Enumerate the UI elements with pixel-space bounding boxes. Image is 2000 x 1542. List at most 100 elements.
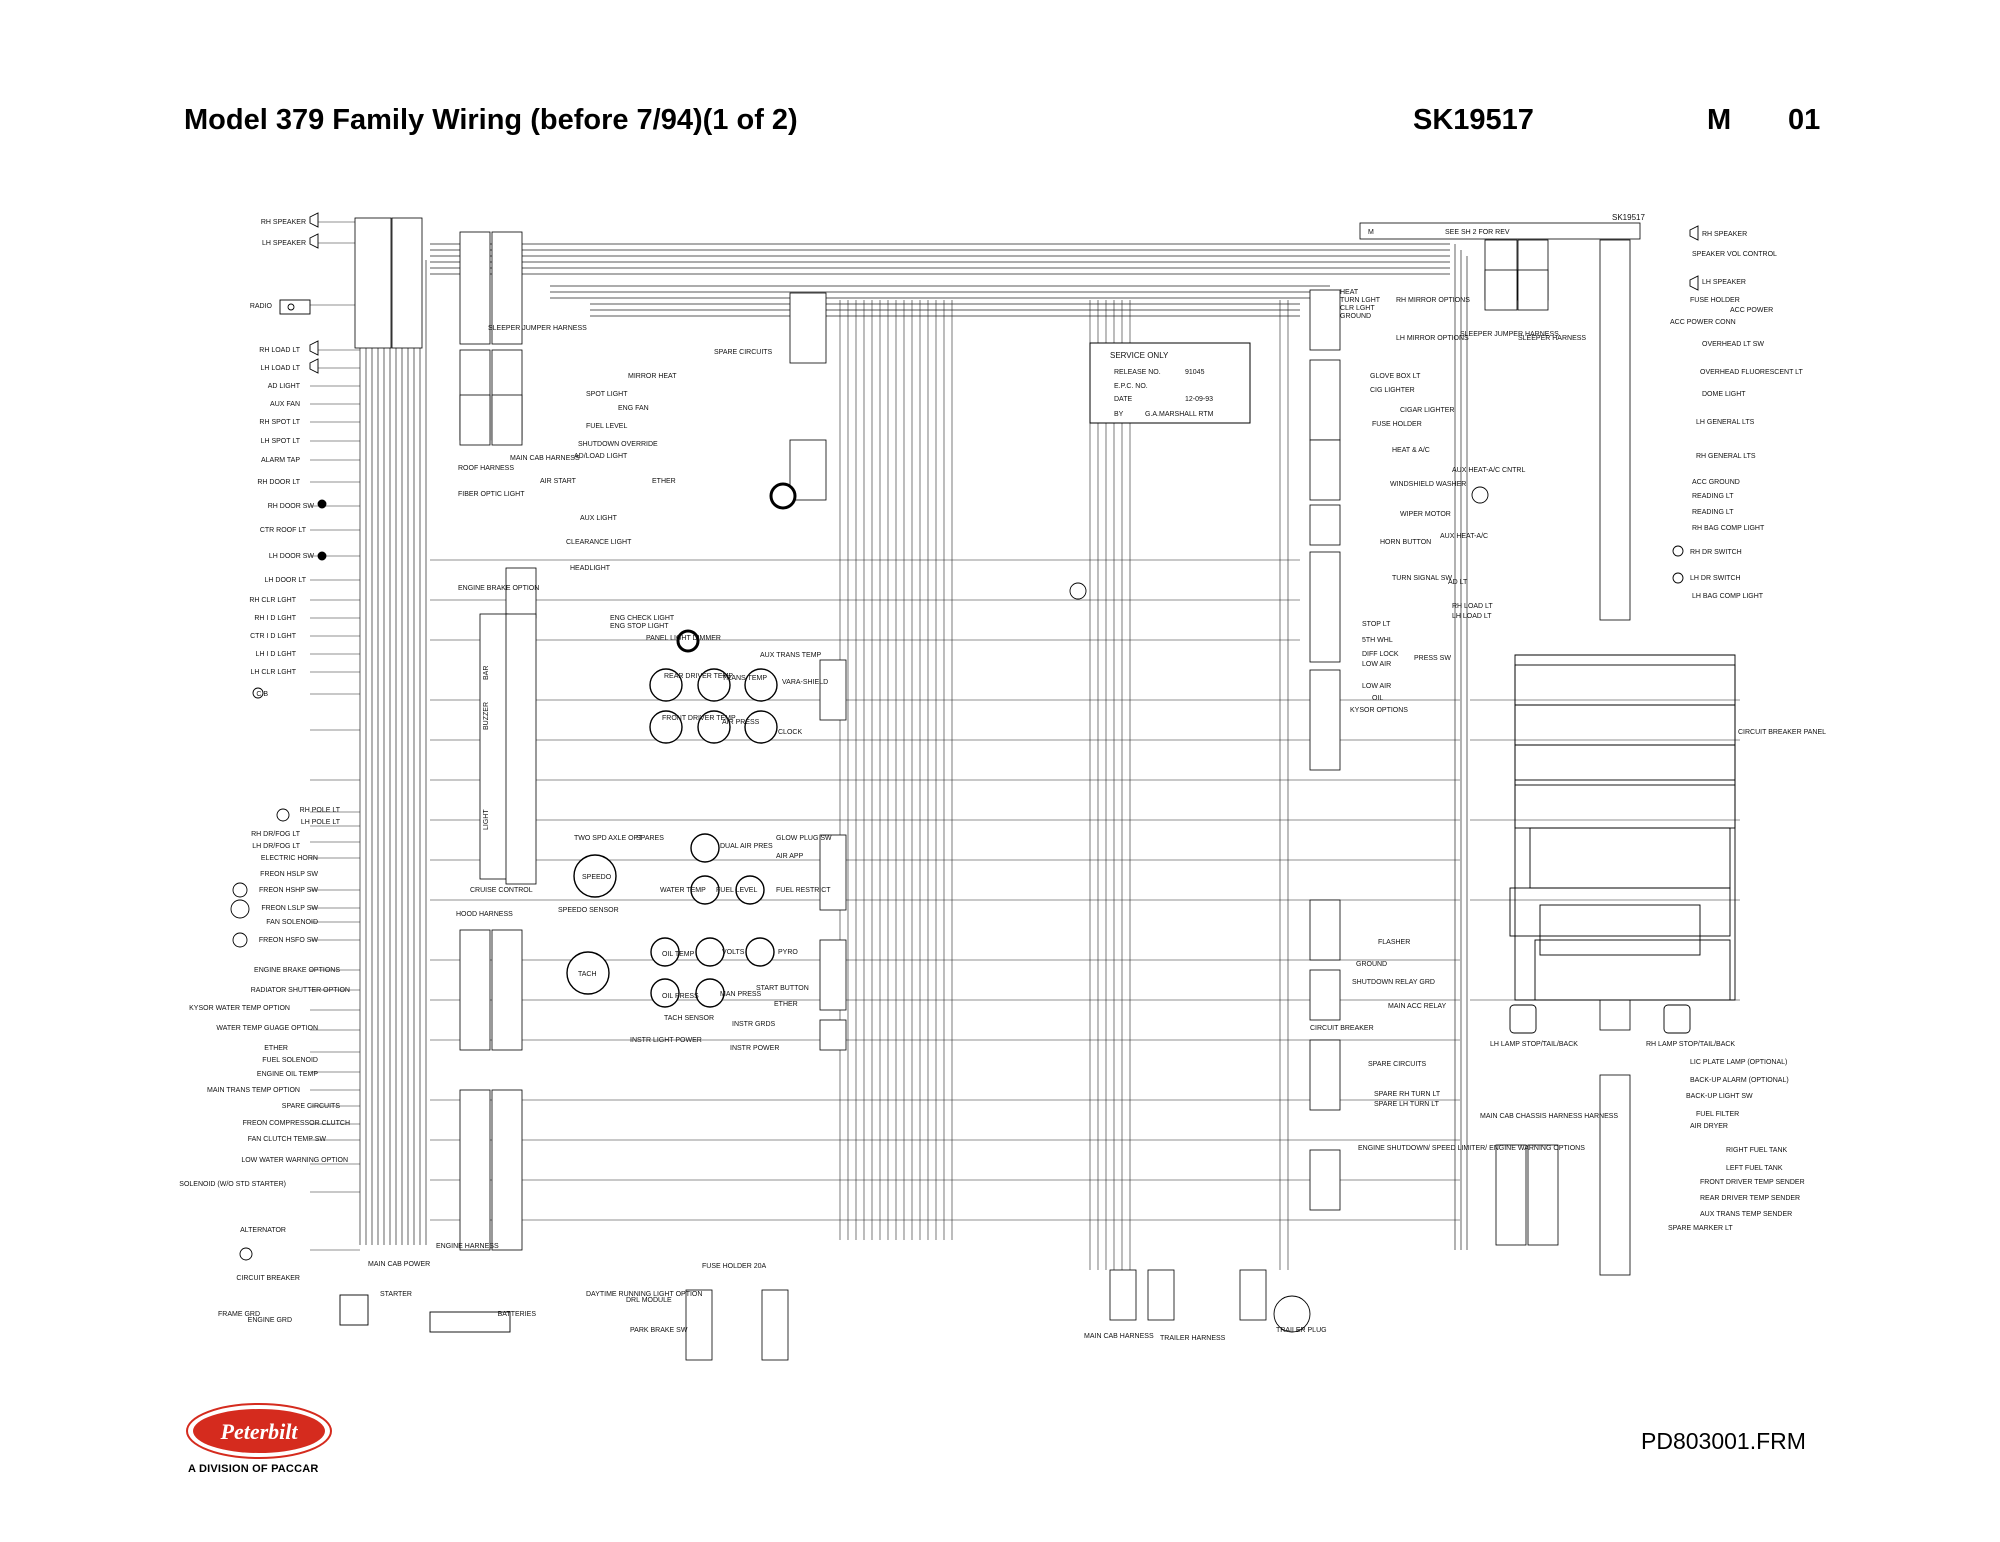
component-label: WATER TEMP GUAGE OPTION (216, 1025, 318, 1032)
component-label: RH I D LGHT (254, 615, 296, 622)
right-label: RH GENERAL LTS (1696, 453, 1756, 460)
center-label: GLOW PLUG SW (776, 835, 832, 842)
mid-label: CIG LIGHTER (1370, 387, 1415, 394)
component-label: STARTER (380, 1291, 412, 1298)
center-label: AIR START (540, 478, 577, 485)
service-row-value: G.A.MARSHALL RTM (1145, 411, 1214, 418)
right-label: RIGHT FUEL TANK (1726, 1147, 1788, 1154)
component-label: FREON LSLP SW (261, 905, 318, 912)
right-label: FUEL FILTER (1696, 1111, 1739, 1118)
center-label: INSTR LIGHT POWER (630, 1037, 702, 1044)
center-label: MAIN CAB POWER (368, 1261, 430, 1268)
right-label: SLEEPER JUMPER HARNESS (1460, 331, 1559, 338)
component-label: FREON HSHP SW (259, 887, 318, 894)
mid-label: AD LT (1448, 579, 1468, 586)
mid-label: GROUND (1356, 961, 1387, 968)
component-label: AD LIGHT (268, 383, 301, 390)
right-label: SPEAKER VOL CONTROL (1692, 251, 1777, 258)
center-label: WATER TEMP (660, 887, 706, 894)
mid-label: AUX HEAT-A/C CNTRL (1452, 467, 1525, 474)
mid-label: DIFF LOCK (1362, 651, 1399, 658)
center-label: CLOCK (778, 729, 802, 736)
service-row-label: RELEASE NO. (1114, 369, 1161, 376)
center-label: FUEL LEVEL (716, 887, 757, 894)
right-label: LH GENERAL LTS (1696, 419, 1755, 426)
center-label: ENGINE BRAKE OPTION (458, 585, 539, 592)
right-label: AIR DRYER (1690, 1123, 1728, 1130)
mid-label: CIRCUIT BREAKER (1310, 1025, 1374, 1032)
gauges (566, 482, 797, 1008)
left-component-labels: RH SPEAKER LH SPEAKER RADIO RH LOAD LT L… (179, 219, 536, 1324)
center-label: TRAILER PLUG (1276, 1327, 1327, 1334)
component-label: FRAME GRD (218, 1311, 260, 1318)
center-label: AD/LOAD LIGHT (574, 453, 628, 460)
right-label: SPARE MARKER LT (1668, 1225, 1733, 1232)
right-label: RH BAG COMP LIGHT (1692, 525, 1765, 532)
component-label: BATTERIES (498, 1311, 537, 1318)
mid-label: SPARE CIRCUITS (1368, 1061, 1427, 1068)
component-label: CTR I D LGHT (250, 633, 297, 640)
component-label: ENGINE GRD (248, 1317, 292, 1324)
rev-letter: M (1368, 229, 1374, 236)
component-label: LH SPEAKER (262, 240, 306, 247)
sheet-number: SK19517 (1413, 104, 1534, 136)
right-component-labels: RH SPEAKER SPEAKER VOL CONTROL LH SPEAKE… (1460, 231, 1826, 1232)
center-label: TRANS TEMP (722, 675, 767, 682)
center-label: ETHER (652, 478, 676, 485)
center-label: ENG STOP LIGHT (610, 623, 669, 630)
rev-note: SEE SH 2 FOR REV (1445, 229, 1510, 236)
right-label: DOME LIGHT (1702, 391, 1746, 398)
component-label: RADIATOR SHUTTER OPTION (251, 987, 350, 994)
right-label: READING LT (1692, 509, 1734, 516)
right-label: RH SPEAKER (1702, 231, 1747, 238)
right-label: FUSE HOLDER (1690, 297, 1740, 304)
mid-label: RH MIRROR OPTIONS (1396, 297, 1470, 304)
component-label: LH DOOR SW (269, 553, 315, 560)
mid-label: LOW AIR (1362, 683, 1391, 690)
center-label: MAN PRESS (720, 991, 762, 998)
component-label: RH LOAD LT (259, 347, 300, 354)
component-label: CIRCUIT BREAKER (236, 1275, 300, 1282)
mid-label: HEAT (1340, 289, 1359, 296)
mid-label: AUX HEAT-A/C (1440, 533, 1488, 540)
center-label: MAIN CAB HARNESS (510, 455, 580, 462)
right-label: RH DR SWITCH (1690, 549, 1742, 556)
circuit-breaker-panel (1509, 654, 1736, 1001)
component-label: LOW WATER WARNING OPTION (241, 1157, 348, 1164)
component-label: FREON COMPRESSOR CLUTCH (243, 1120, 350, 1127)
right-label: REAR DRIVER TEMP SENDER (1700, 1195, 1800, 1202)
center-label: TACH SENSOR (664, 1015, 714, 1022)
center-label: VOLTS (722, 949, 745, 956)
component-label: KYSOR WATER TEMP OPTION (189, 1005, 290, 1012)
center-label: PYRO (778, 949, 798, 956)
center-label: ENG CHECK LIGHT (610, 615, 675, 622)
right-label: BACK-UP ALARM (OPTIONAL) (1690, 1077, 1789, 1084)
center-label: HEADLIGHT (570, 565, 611, 572)
mid-right-labels: HEAT TURN LGHT CLR LGHT GROUND RH MIRROR… (1310, 289, 1618, 1152)
mid-label: WIPER MOTOR (1400, 511, 1451, 518)
right-label: ACC POWER (1730, 307, 1773, 314)
connector-blocks (354, 217, 1631, 1361)
center-label: ROOF HARNESS (458, 465, 514, 472)
mid-label: ENGINE SHUTDOWN/ SPEED LIMITER/ ENGINE W… (1358, 1145, 1585, 1152)
component-label: C B (256, 691, 268, 698)
center-label: HOOD HARNESS (456, 911, 513, 918)
component-label: FREON HSLP SW (260, 871, 318, 878)
right-label: READING LT (1692, 493, 1734, 500)
wire-bundle-left (359, 233, 427, 1245)
component-label: RADIO (250, 303, 273, 310)
right-label: LH BAG COMP LIGHT (1692, 593, 1764, 600)
service-row-value: 12-09-93 (1185, 396, 1213, 403)
right-label: SLEEPER HARNESS (1518, 335, 1586, 342)
right-label: ACC GROUND (1692, 479, 1740, 486)
mid-label: KYSOR OPTIONS (1350, 707, 1408, 714)
center-label: OIL TEMP (662, 951, 695, 958)
right-label: OVERHEAD LT SW (1702, 341, 1764, 348)
center-label: DAYTIME RUNNING LIGHT OPTION (586, 1291, 702, 1298)
component-label: FAN CLUTCH TEMP SW (248, 1136, 327, 1143)
component-label: RH SPOT LT (259, 419, 300, 426)
left-icons (230, 212, 511, 1333)
center-label: TACH (578, 971, 597, 978)
component-label: FAN SOLENOID (266, 919, 318, 926)
